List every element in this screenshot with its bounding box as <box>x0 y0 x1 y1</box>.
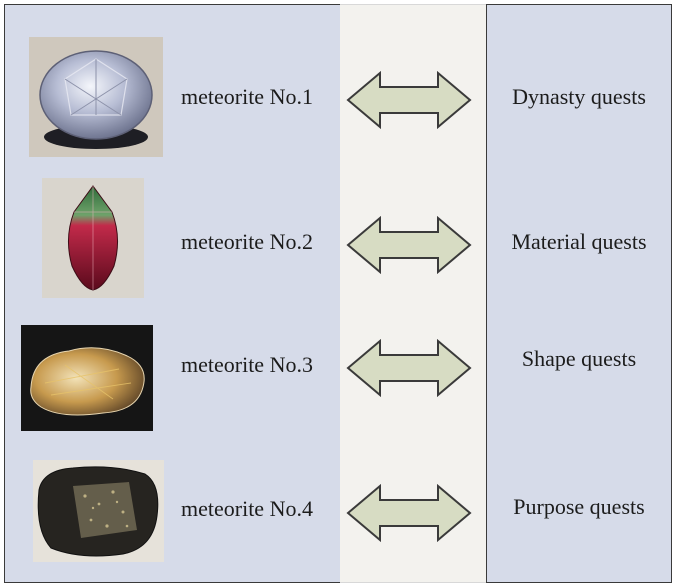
meteorite-4-image <box>33 460 164 562</box>
meteorite-2-label: meteorite No.2 <box>181 229 313 255</box>
quest-4-label: Purpose quests <box>486 494 672 520</box>
double-arrow-2 <box>346 216 472 274</box>
meteorite-2-image <box>42 178 144 298</box>
quest-3-label: Shape quests <box>486 346 672 372</box>
double-arrow-1 <box>346 71 472 129</box>
meteorite-1-label: meteorite No.1 <box>181 84 313 110</box>
quest-2-label: Material quests <box>486 229 672 255</box>
meteorite-4-label: meteorite No.4 <box>181 496 313 522</box>
quest-1-label: Dynasty quests <box>486 84 672 110</box>
meteorite-3-image <box>21 325 153 431</box>
meteorite-3-label: meteorite No.3 <box>181 352 313 378</box>
double-arrow-3 <box>346 339 472 397</box>
meteorite-1-image <box>29 37 163 157</box>
double-arrow-4 <box>346 484 472 542</box>
